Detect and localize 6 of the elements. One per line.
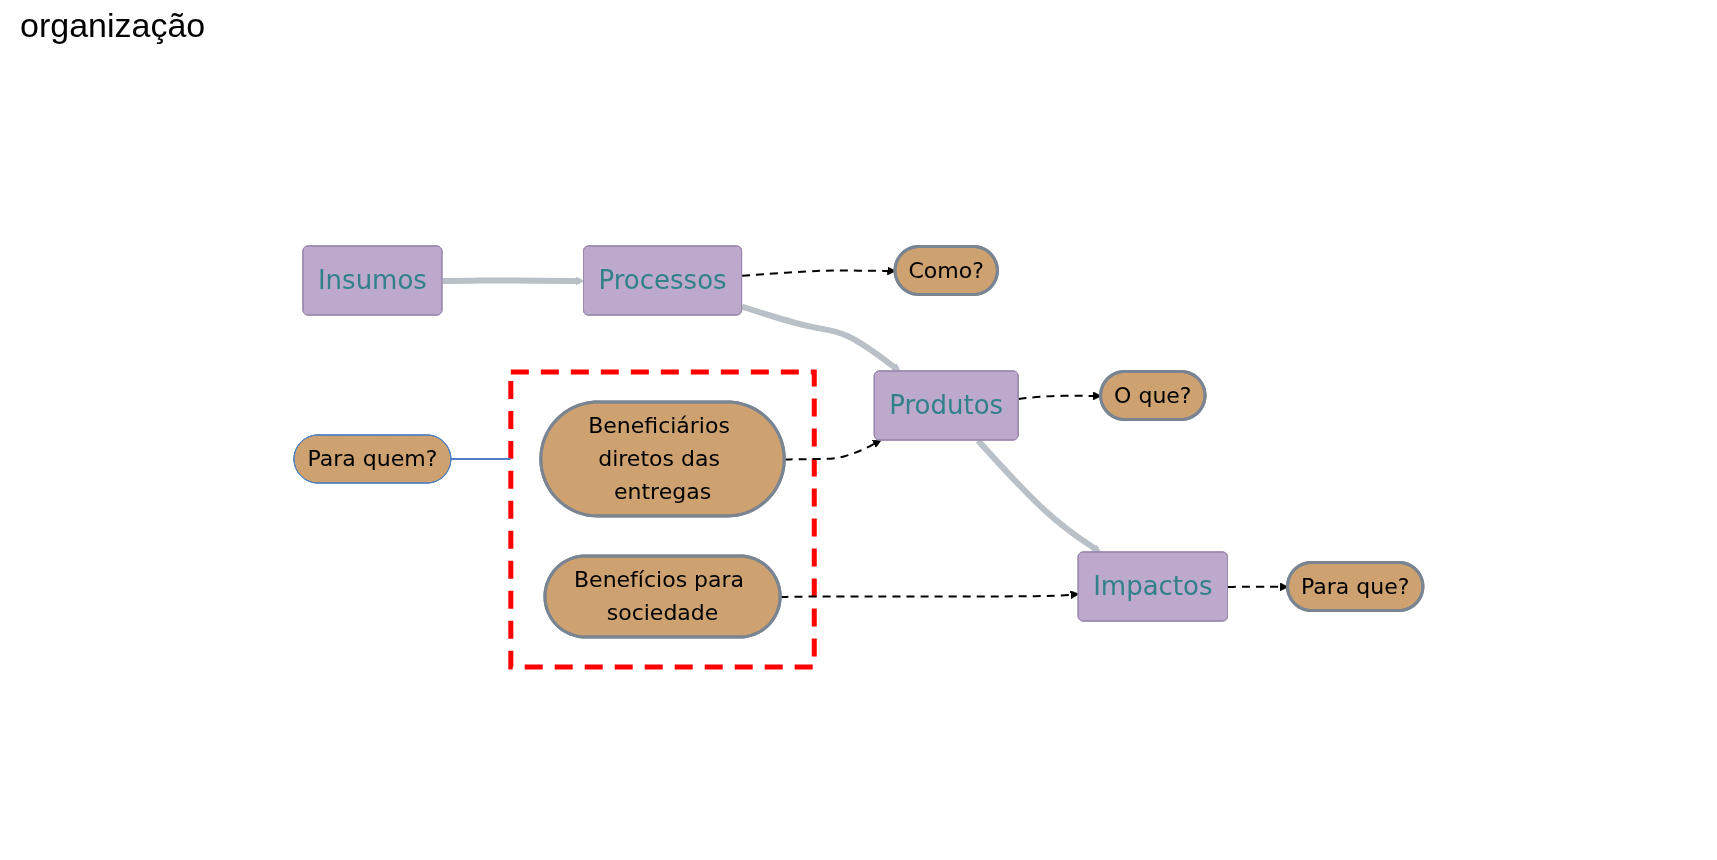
cluster [508,369,817,669]
arrow [741,303,901,372]
note-text: organização [20,6,206,45]
connector [449,457,512,460]
arrow [442,276,585,285]
arrow [741,266,896,277]
